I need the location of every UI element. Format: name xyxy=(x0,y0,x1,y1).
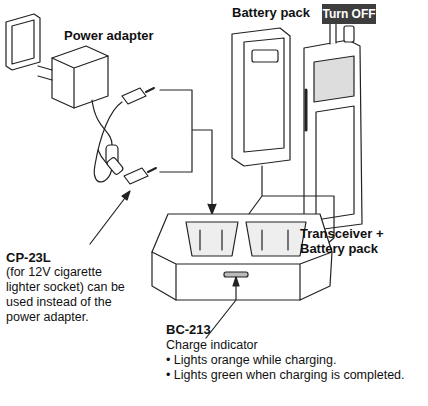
tag-text: Turn OFF xyxy=(322,7,375,21)
battery-pack xyxy=(232,28,290,166)
adapter-body xyxy=(52,46,108,108)
charge-led xyxy=(224,272,248,277)
charger-edge xyxy=(152,252,332,300)
plug xyxy=(124,168,148,184)
adapter-prongs xyxy=(38,66,52,80)
note: • Lights green when charging is complete… xyxy=(166,368,415,383)
ferrite xyxy=(106,157,124,176)
bracket xyxy=(160,90,212,212)
arrowhead xyxy=(122,191,130,200)
adapter-edge xyxy=(52,56,108,108)
plug-tip xyxy=(146,88,154,92)
part-name: CP-23L xyxy=(6,250,146,265)
note: (for 12V cigarette lighter socket) can b… xyxy=(6,265,134,325)
note: • Lights orange while charging. xyxy=(166,353,415,368)
charger-slot xyxy=(246,222,306,256)
part-name: Battery pack xyxy=(232,5,322,20)
knob xyxy=(344,26,354,42)
battery-face xyxy=(244,38,284,152)
cable xyxy=(92,100,112,145)
speaker-area xyxy=(316,106,354,220)
outlet-plate xyxy=(12,20,34,64)
status-tag: Turn OFF xyxy=(322,4,376,24)
note: Charge indicator xyxy=(166,338,366,353)
wall-outlet xyxy=(6,14,40,70)
part-name: Power adapter xyxy=(64,28,174,43)
arrowhead xyxy=(208,204,216,214)
plug xyxy=(122,88,146,104)
part-name: BC-213 xyxy=(166,322,246,337)
side-key xyxy=(305,90,308,130)
battery-label xyxy=(252,50,278,62)
display xyxy=(314,56,354,102)
transceiver xyxy=(304,40,362,230)
plug-tip xyxy=(148,168,156,172)
charger-slot xyxy=(186,222,238,256)
arrowhead xyxy=(233,277,239,286)
slot-contacts xyxy=(200,230,288,250)
part-name: Transceiver + Battery pack xyxy=(300,226,404,256)
leader-line xyxy=(90,194,128,244)
